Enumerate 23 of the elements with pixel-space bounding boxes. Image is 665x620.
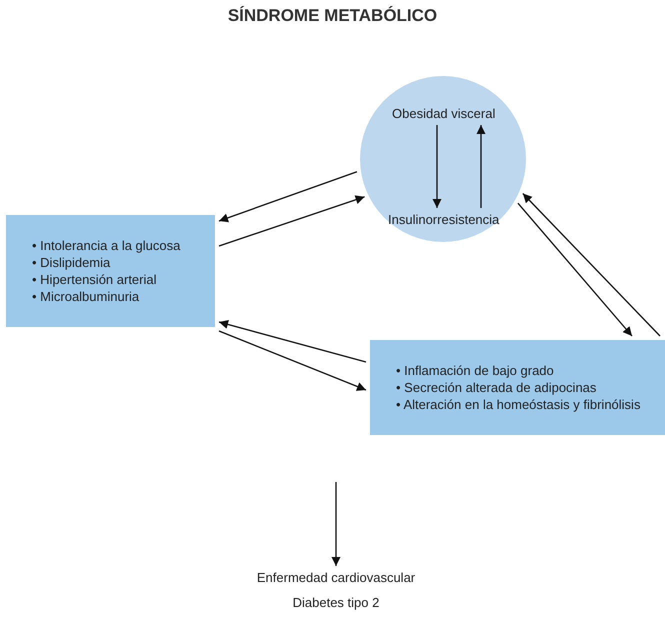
text-box — [6, 215, 215, 327]
diagram-title: SÍNDROME METABÓLICO — [226, 6, 438, 26]
list-item: • Inflamación de bajo grado — [396, 362, 555, 379]
outcome-text: Diabetes tipo 2 — [292, 595, 380, 610]
arrow — [432, 125, 442, 208]
arrow — [218, 330, 366, 391]
list-item: • Secreción alterada de adipocinas — [396, 379, 598, 396]
arrow — [522, 193, 660, 336]
arrow — [517, 202, 632, 336]
node-text: Insulinorresistencia — [388, 212, 500, 227]
list-item: • Intolerancia a la glucosa — [32, 237, 180, 254]
list-item: • Dislipidemia — [32, 254, 112, 271]
arrow — [218, 171, 358, 222]
arrow — [218, 320, 366, 363]
text-box — [370, 340, 665, 435]
list-item: • Hipertensión arterial — [32, 271, 158, 288]
list-item: • Alteración en la homeóstasis y fibrinólisis — [396, 396, 640, 413]
outcome-text: Enfermedad cardiovascular — [256, 570, 416, 585]
arrow — [476, 125, 486, 208]
arrow — [331, 482, 341, 566]
arrow — [218, 195, 365, 247]
node-text: Obesidad visceral — [392, 106, 496, 121]
list-item: • Microalbuminuria — [32, 288, 140, 305]
